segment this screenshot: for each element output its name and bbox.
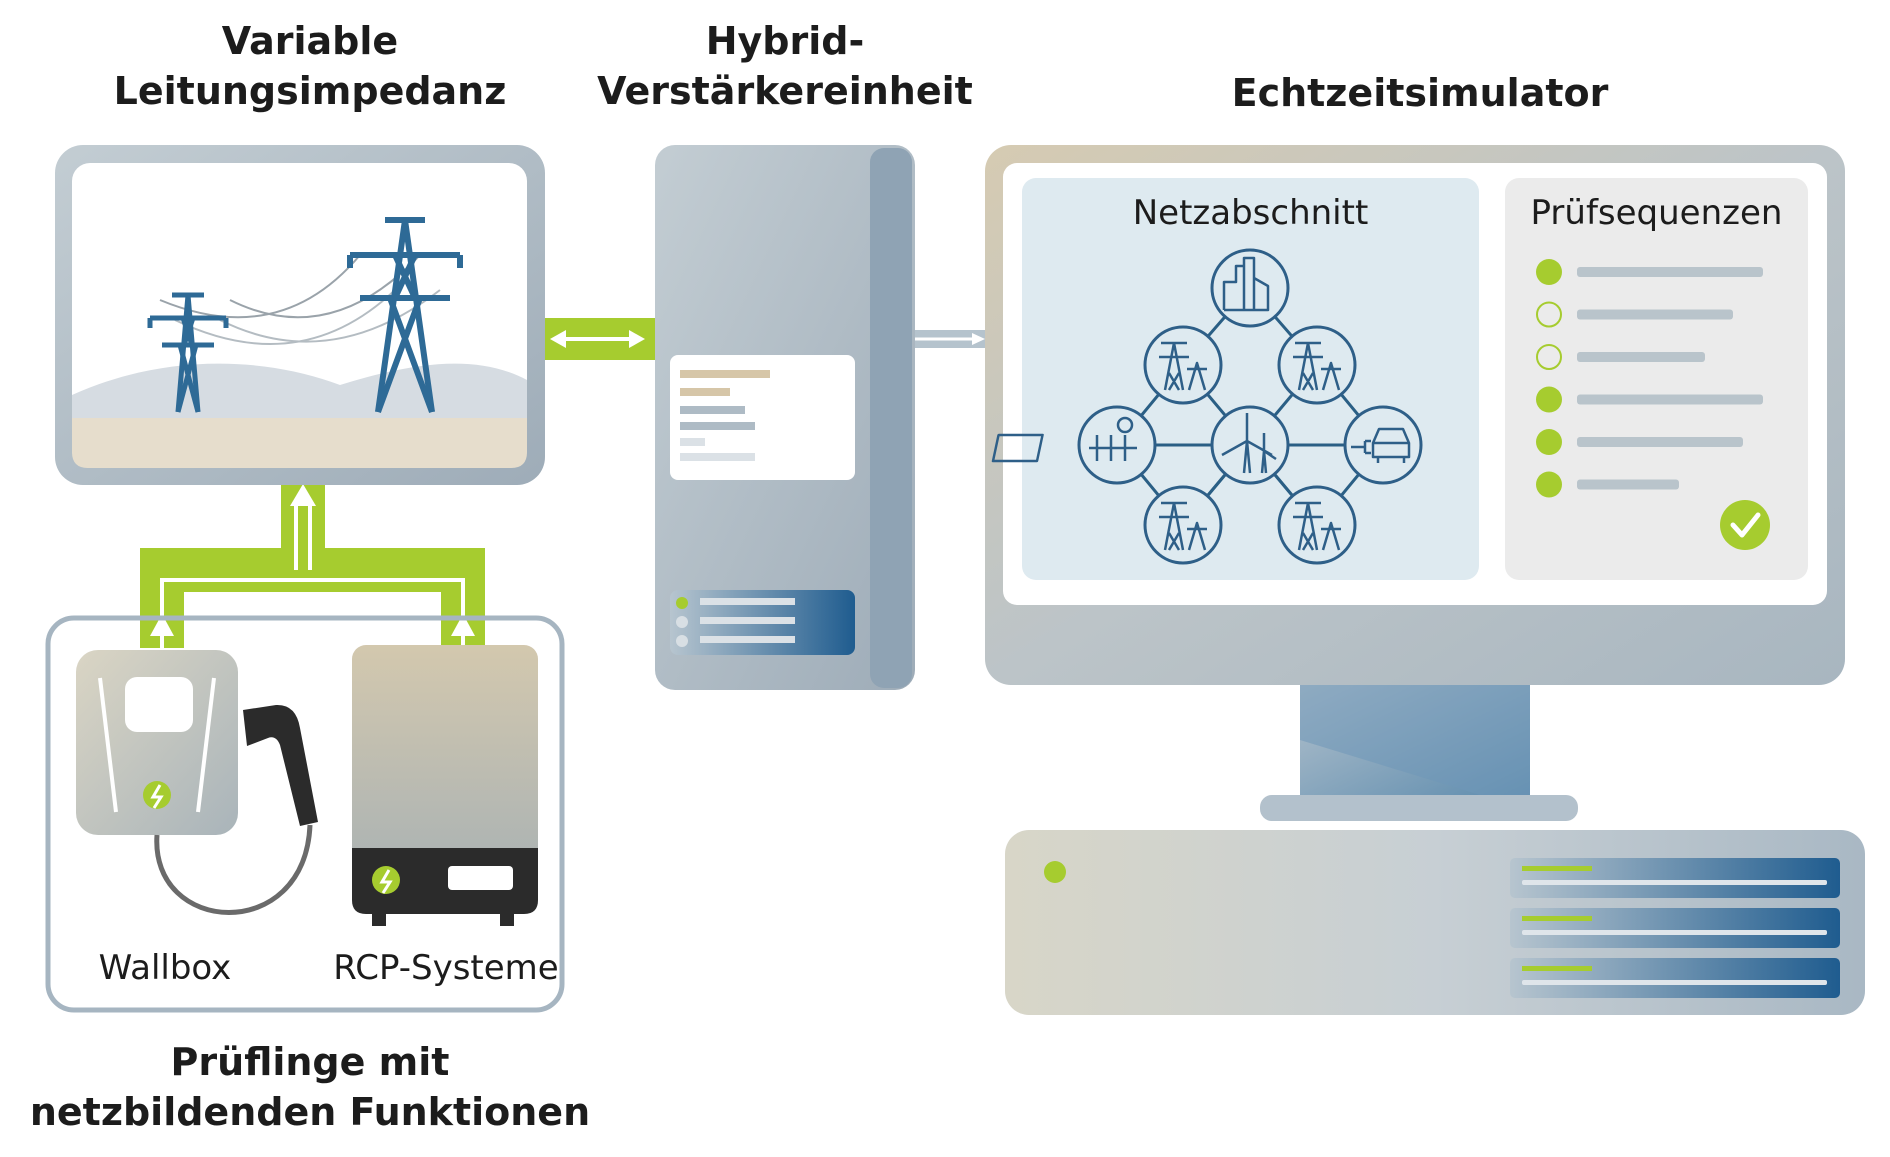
ev-charging-icon bbox=[1343, 405, 1423, 485]
devices-heading-line-2: netzbildenden Funktionen bbox=[29, 1090, 591, 1134]
big-pylon-icon bbox=[347, 217, 463, 414]
impedance-heading: Variable Leitungsimpedanz bbox=[100, 16, 520, 116]
step-done-icon bbox=[1536, 429, 1562, 455]
pylon-icon bbox=[1277, 485, 1357, 565]
rcp-label: RCP-Systeme bbox=[333, 948, 559, 988]
pylon-icon bbox=[1277, 325, 1357, 405]
pylon-icon bbox=[1143, 325, 1223, 405]
sequence-step bbox=[1536, 344, 1705, 370]
amplifier-simulator-link bbox=[905, 330, 990, 348]
step-open-icon bbox=[1536, 344, 1562, 370]
sequence-step bbox=[1536, 471, 1679, 498]
wind-turbine-icon bbox=[1210, 405, 1290, 485]
impedance-heading-line-2: Leitungsimpedanz bbox=[113, 69, 507, 113]
pylon-icon bbox=[1143, 485, 1223, 565]
base-unit-slots bbox=[1510, 858, 1840, 998]
amplifier-heading: Hybrid- Verstärkereinheit bbox=[590, 16, 980, 116]
devices-impedance-link bbox=[140, 480, 485, 648]
step-done-icon bbox=[1536, 471, 1562, 498]
impedance-display bbox=[55, 145, 545, 485]
check-icon bbox=[1720, 500, 1770, 550]
impedance-amplifier-link bbox=[540, 318, 655, 360]
rcp-device bbox=[352, 645, 538, 926]
step-done-icon bbox=[1536, 386, 1562, 413]
grid-panel bbox=[1022, 178, 1479, 580]
solar-panel-icon bbox=[991, 405, 1157, 485]
sequence-step bbox=[1536, 429, 1743, 455]
amplifier-tower bbox=[655, 145, 915, 690]
wallbox-label: Wallbox bbox=[98, 948, 232, 988]
small-pylon-icon bbox=[147, 292, 229, 413]
sequence-step bbox=[1536, 259, 1763, 285]
amplifier-heading-line-1: Hybrid- bbox=[705, 19, 865, 63]
power-plant-icon bbox=[1210, 248, 1290, 328]
grid-panel-title: Netzabschnitt bbox=[1132, 193, 1369, 233]
step-open-icon bbox=[1536, 301, 1562, 328]
devices-heading: Prüflinge mit netzbildenden Funktionen bbox=[20, 1037, 600, 1137]
devices-frame bbox=[45, 615, 565, 1013]
impedance-heading-line-1: Variable bbox=[221, 19, 399, 63]
wallbox-device bbox=[76, 650, 318, 915]
simulator-heading: Echtzeitsimulator bbox=[1231, 71, 1609, 115]
sequence-step-list bbox=[1536, 259, 1763, 498]
step-done-icon bbox=[1536, 259, 1562, 285]
amplifier-heading-line-2: Verstärkereinheit bbox=[597, 69, 973, 113]
sequence-panel-title: Prüfsequenzen bbox=[1530, 193, 1783, 233]
sequence-step bbox=[1536, 301, 1733, 328]
grid-nodes bbox=[991, 248, 1423, 565]
sequence-step bbox=[1536, 386, 1763, 413]
devices-heading-line-1: Prüflinge mit bbox=[170, 1040, 450, 1084]
